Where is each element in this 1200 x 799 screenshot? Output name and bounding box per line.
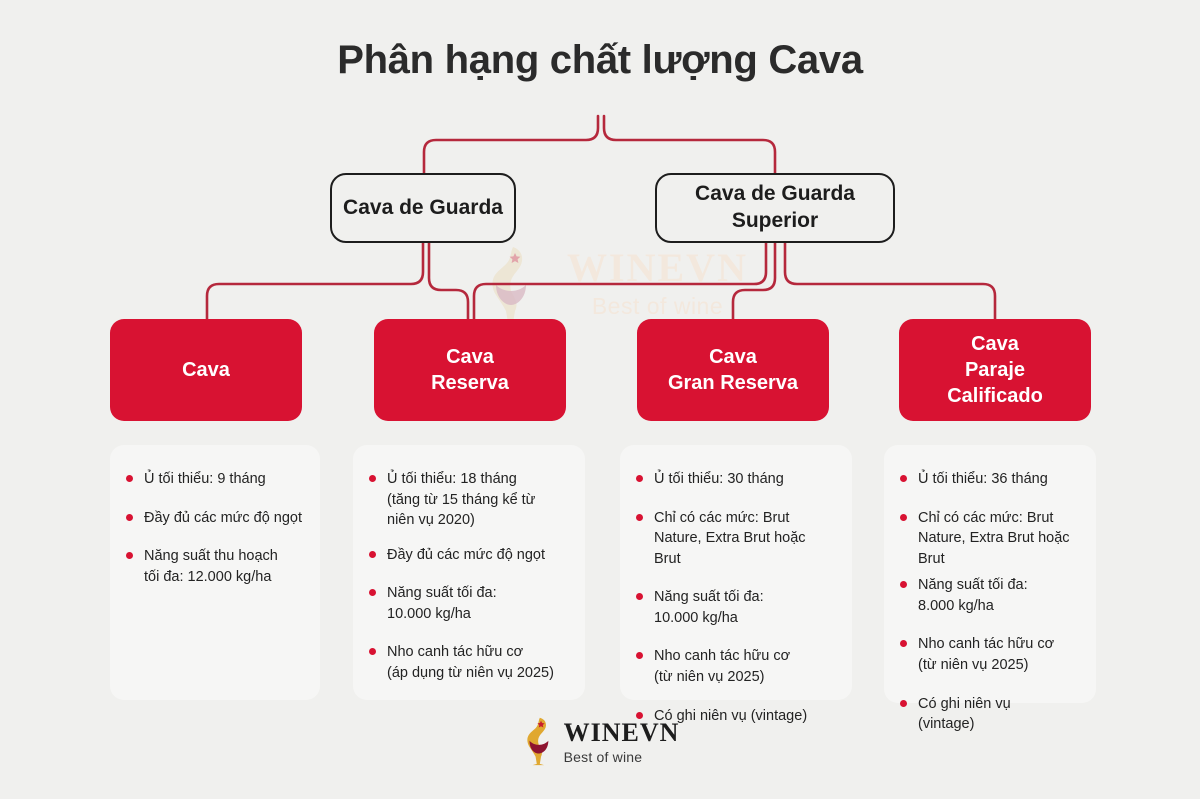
- list-item: Nho canh tác hữu cơ (từ niên vụ 2025): [634, 646, 836, 687]
- watermark-wine-glass-icon: [492, 247, 526, 325]
- list-item: Năng suất tối đa: 10.000 kg/ha: [367, 583, 569, 624]
- node-cava-reserva[interactable]: Cava Reserva: [374, 319, 566, 421]
- list-item: Ủ tối thiểu: 18 tháng (tăng từ 15 tháng …: [367, 469, 569, 531]
- footer-logo: WINEVN Best of wine: [0, 716, 1200, 768]
- detail-card-cava: Ủ tối thiểu: 9 tháng Đầy đủ các mức độ n…: [110, 445, 320, 700]
- wine-glass-icon: [526, 717, 548, 766]
- connector-guarda-to-cava: [205, 241, 425, 321]
- list-item: Chỉ có các mức: Brut Nature, Extra Brut …: [898, 508, 1080, 570]
- page-title: Phân hạng chất lượng Cava: [337, 38, 863, 82]
- watermark-title: WINEVN: [567, 245, 748, 290]
- list-item: Nho canh tác hữu cơ (áp dụng từ niên vụ …: [367, 642, 569, 683]
- list-item: Có ghi niên vụ (vintage): [634, 706, 836, 727]
- list-item: Nho canh tác hữu cơ (từ niên vụ 2025): [898, 634, 1080, 675]
- footer-tagline: Best of wine: [563, 749, 643, 765]
- connector-guarda-to-reserva: [427, 241, 470, 321]
- detail-list: Ủ tối thiểu: 18 tháng (tăng từ 15 tháng …: [367, 469, 569, 684]
- list-item: Ủ tối thiểu: 36 tháng: [898, 469, 1080, 490]
- detail-card-cava-reserva: Ủ tối thiểu: 18 tháng (tăng từ 15 tháng …: [353, 445, 585, 700]
- connector-root-to-guarda: [422, 114, 600, 175]
- list-item: Ủ tối thiểu: 30 tháng: [634, 469, 836, 490]
- list-item: Chỉ có các mức: Brut Nature, Extra Brut …: [634, 508, 836, 570]
- list-item: Đầy đủ các mức độ ngọt: [367, 545, 569, 566]
- node-cava-gran-reserva[interactable]: Cava Gran Reserva: [637, 319, 829, 421]
- footer-text: WINEVN Best of wine: [563, 718, 680, 765]
- list-item: Năng suất thu hoạch tối đa: 12.000 kg/ha: [124, 546, 304, 587]
- list-item: Năng suất tối đa: 10.000 kg/ha: [634, 587, 836, 628]
- detail-list: Ủ tối thiểu: 36 tháng Chỉ có các mức: Br…: [898, 469, 1080, 735]
- connector-superior-to-gran-reserva: [731, 241, 777, 321]
- connector-superior-to-reserva: [472, 241, 768, 321]
- list-item: Ủ tối thiểu: 9 tháng: [124, 469, 304, 490]
- node-cava[interactable]: Cava: [110, 319, 302, 421]
- detail-list: Ủ tối thiểu: 9 tháng Đầy đủ các mức độ n…: [124, 469, 304, 587]
- list-item: Có ghi niên vụ (vintage): [898, 694, 1080, 735]
- node-cava-de-guarda[interactable]: Cava de Guarda: [330, 173, 516, 243]
- watermark-tagline: Best of wine: [591, 293, 724, 319]
- detail-card-cava-paraje-calificado: Ủ tối thiểu: 36 tháng Chỉ có các mức: Br…: [884, 445, 1096, 732]
- node-cava-paraje-calificado[interactable]: Cava Paraje Calificado: [899, 319, 1091, 421]
- list-item: Đầy đủ các mức độ ngọt: [124, 508, 304, 529]
- detail-list: Ủ tối thiểu: 30 tháng Chỉ có các mức: Br…: [634, 469, 836, 726]
- connector-root-to-guarda-superior: [602, 114, 777, 175]
- detail-card-cava-gran-reserva: Ủ tối thiểu: 30 tháng Chỉ có các mức: Br…: [620, 445, 852, 724]
- connector-superior-to-paraje: [783, 241, 997, 321]
- footer-brand-name: WINEVN: [563, 718, 680, 747]
- node-cava-de-guarda-superior[interactable]: Cava de Guarda Superior: [655, 173, 895, 243]
- list-item: Năng suất tối đa: 8.000 kg/ha: [898, 575, 1080, 616]
